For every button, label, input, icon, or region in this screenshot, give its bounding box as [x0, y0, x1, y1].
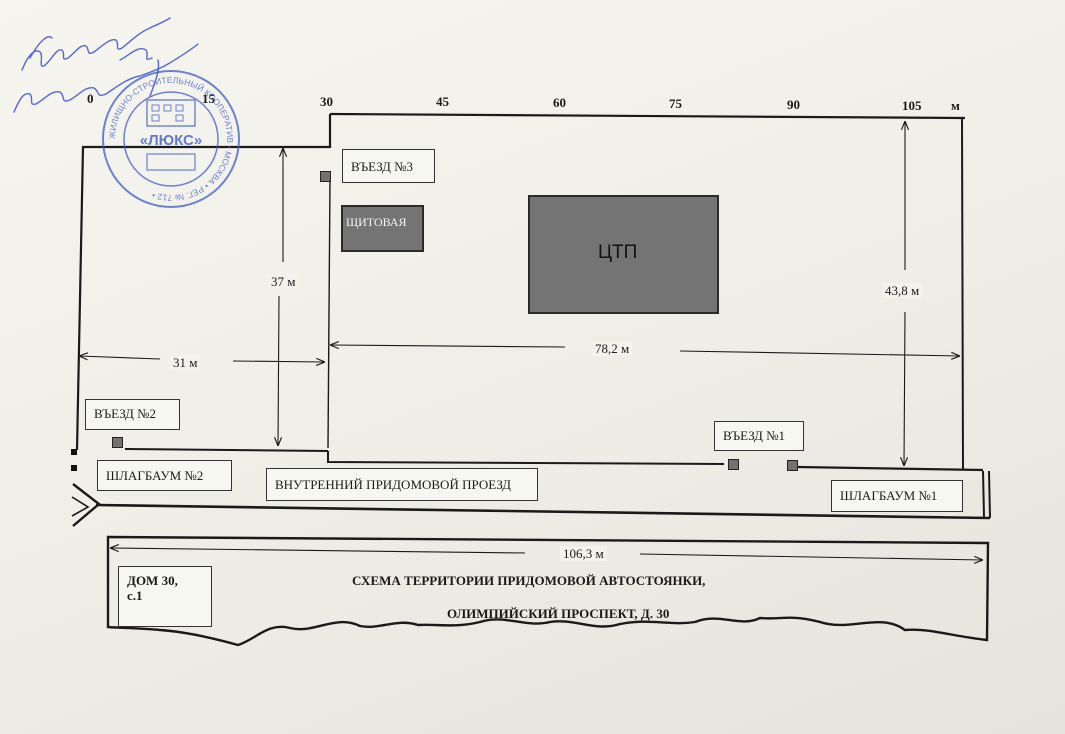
- entrance-3-label: ВЪЕЗД №3: [342, 149, 435, 183]
- dim-37m-lower: [278, 295, 279, 446]
- main-lot-top-boundary: [329, 112, 966, 120]
- road-lower-border: [95, 503, 991, 520]
- scale-tick-105: 105: [902, 98, 922, 113]
- heat-station-building: ЦТП: [528, 195, 719, 314]
- barrier-2-label: ШЛАГБАУМ №2: [97, 460, 232, 491]
- road-end-right-1: [982, 470, 985, 518]
- approval-signature: [13, 17, 199, 113]
- heat-station-label: ЦТП: [598, 242, 638, 263]
- dim-label-37m: 37 м: [268, 274, 299, 289]
- barrier-post-bottom: [71, 465, 77, 471]
- scale-tick-75: 75: [669, 96, 682, 111]
- entrance-1-marker-right: [787, 460, 798, 471]
- dim-31m-left: [79, 356, 161, 359]
- cooperative-stamp: ЖИЛИЩНО-СТРОИТЕЛЬНЫЙ КООПЕРАТИВ • МОСКВА…: [102, 70, 240, 208]
- scale-tick-60: 60: [553, 95, 566, 110]
- left-lot-bottom-line: [124, 448, 329, 452]
- scale-tick-90: 90: [787, 97, 800, 112]
- scale-unit: м: [951, 98, 960, 113]
- main-lot-right-boundary: [961, 117, 964, 471]
- dim-106m-right: [639, 553, 983, 560]
- entrance-2-marker: [112, 437, 123, 448]
- scale-tick-45: 45: [436, 94, 449, 109]
- dim-label-43m: 43,8 м: [882, 283, 923, 298]
- switchboard-label: ЩИТОВАЯ: [346, 215, 407, 229]
- dim-78m-left: [330, 345, 566, 347]
- entrance-3-marker: [320, 171, 331, 182]
- road-end-chevron-2: [71, 496, 90, 517]
- house-outline: [106, 535, 990, 647]
- scale-tick-0: 0: [87, 91, 94, 106]
- dim-106m-left: [110, 548, 526, 554]
- left-lot-boundary: [75, 145, 330, 451]
- entrance-2-label: ВЪЕЗД №2: [85, 399, 180, 430]
- scale-tick-30: 30: [320, 94, 333, 109]
- road-end-chevron-1: [72, 483, 101, 527]
- barrier-post-top: [71, 449, 77, 455]
- barrier-1-label: ШЛАГБАУМ №1: [831, 480, 963, 512]
- plan-title-line-1: СХЕМА ТЕРРИТОРИИ ПРИДОМОВОЙ АВТОСТОЯНКИ,: [352, 573, 706, 588]
- main-lot-divider: [327, 177, 331, 449]
- stamp-center-text: «ЛЮКС»: [140, 132, 202, 149]
- switchboard-building: ЩИТОВАЯ: [341, 205, 424, 252]
- plan-title-line-2: ОЛИМПИЙСКИЙ ПРОСПЕКТ, Д. 30: [447, 606, 670, 621]
- entrance-1-label: ВЪЕЗД №1: [714, 421, 804, 451]
- entrance-1-marker-left: [728, 459, 739, 470]
- dim-31m-right: [232, 361, 325, 362]
- dim-label-106m: 106,3 м: [560, 546, 607, 561]
- scale-tick-15: 15: [202, 91, 215, 106]
- road-end-right-2: [988, 470, 991, 519]
- dim-43m-lower: [904, 311, 905, 466]
- house-label: ДОМ 30, с.1: [118, 566, 212, 627]
- main-lot-bottom-line-right: [797, 465, 984, 472]
- road-label: ВНУТРЕННИЙ ПРИДОМОВОЙ ПРОЕЗД: [266, 468, 538, 501]
- dim-label-78m: 78,2 м: [592, 341, 633, 356]
- dim-label-31m: 31 м: [170, 355, 201, 370]
- dim-78m-right: [679, 350, 960, 356]
- main-lot-bottom-line-left: [327, 451, 725, 465]
